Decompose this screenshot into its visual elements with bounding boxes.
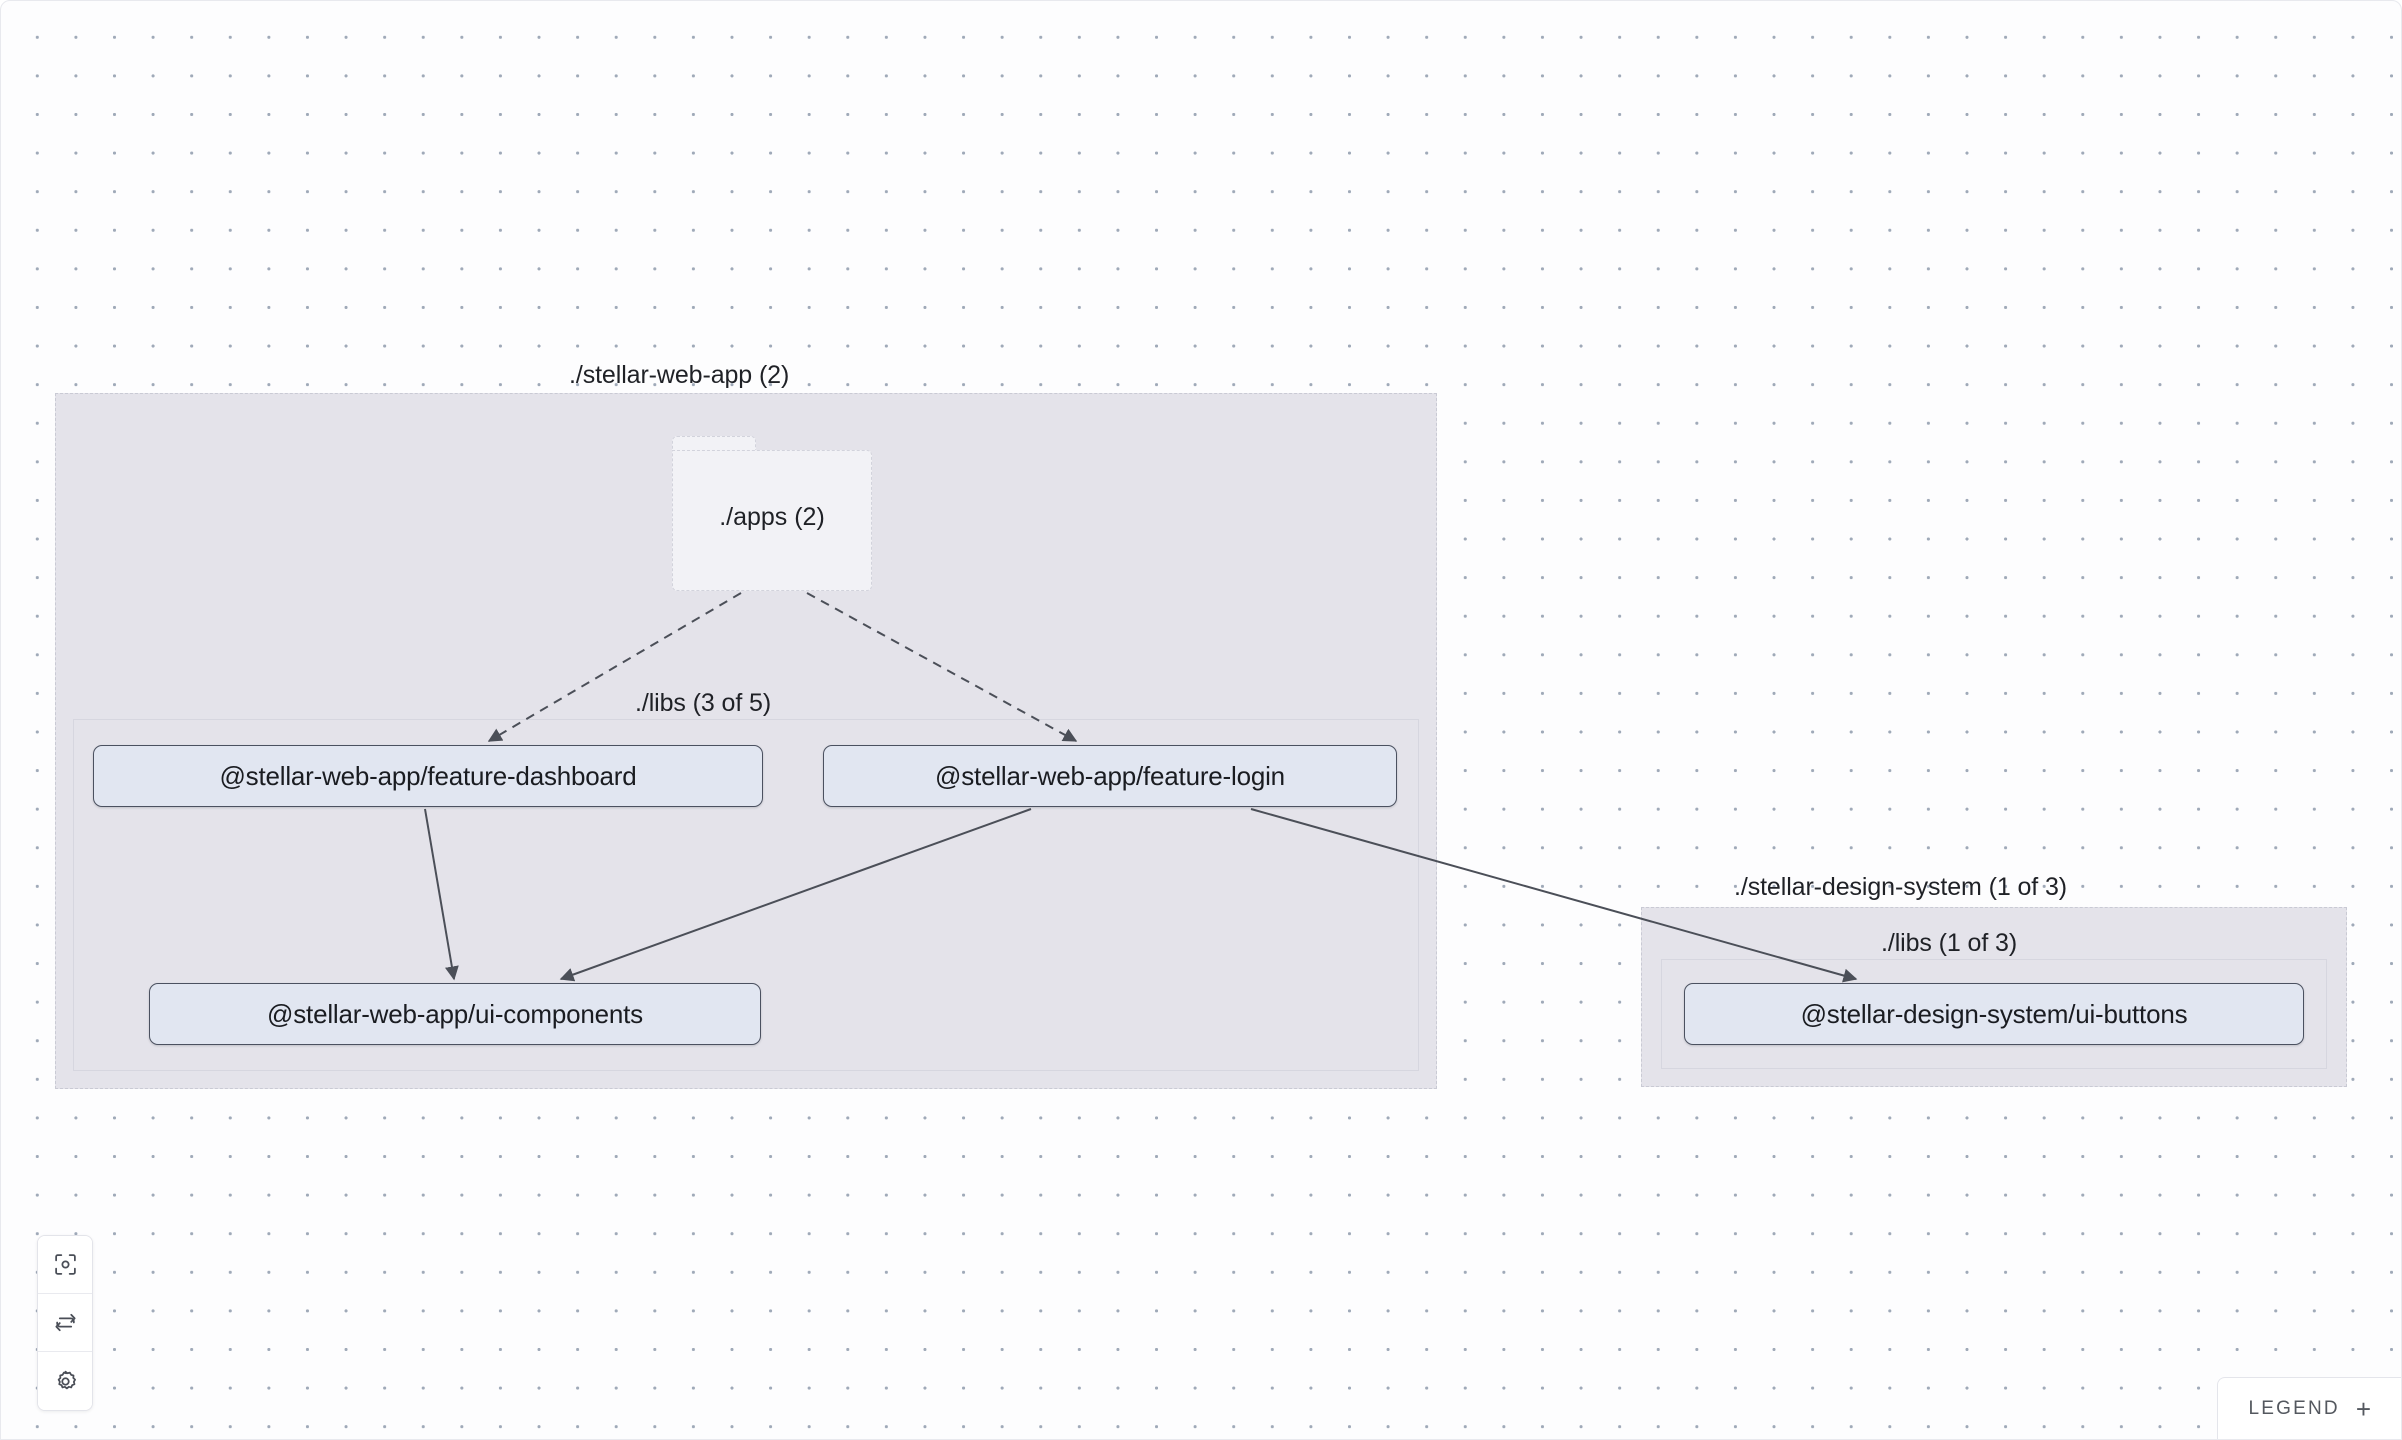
refresh-icon [53, 1310, 78, 1335]
group-label-stellar-design-system: ./stellar-design-system (1 of 3) [1734, 873, 2068, 901]
focus-target-icon [53, 1252, 78, 1277]
node-label-ui-buttons: @stellar-design-system/ui-buttons [1800, 998, 2188, 1029]
gear-icon [53, 1369, 78, 1394]
node-ui-buttons[interactable]: @stellar-design-system/ui-buttons [1684, 983, 2304, 1045]
node-ui-components[interactable]: @stellar-web-app/ui-components [149, 983, 761, 1045]
folder-node-apps[interactable]: ./apps (2) [672, 436, 872, 591]
subgroup-label-libs: ./libs (3 of 5) [635, 689, 772, 717]
graph-settings-button[interactable] [38, 1352, 92, 1410]
node-label-feature-login: @stellar-web-app/feature-login [935, 760, 1285, 791]
refresh-graph-button[interactable] [38, 1294, 92, 1352]
group-label-stellar-web-app: ./stellar-web-app (2) [569, 361, 790, 389]
node-label-feature-dashboard: @stellar-web-app/feature-dashboard [219, 760, 637, 791]
folder-tab-icon [672, 436, 756, 452]
legend-label: LEGEND [2248, 1397, 2340, 1419]
legend-button[interactable]: LEGEND + [2217, 1377, 2401, 1439]
subgroup-label-ds-libs: ./libs (1 of 3) [1881, 929, 2018, 957]
node-feature-dashboard[interactable]: @stellar-web-app/feature-dashboard [93, 745, 763, 807]
node-label-ui-components: @stellar-web-app/ui-components [267, 998, 643, 1029]
node-feature-login[interactable]: @stellar-web-app/feature-login [823, 745, 1397, 807]
focus-graph-button[interactable] [38, 1236, 92, 1294]
plus-icon: + [2355, 1393, 2371, 1424]
graph-controls[interactable] [37, 1235, 93, 1411]
folder-label-apps: ./apps (2) [719, 503, 825, 531]
folder-body: ./apps (2) [672, 450, 872, 591]
subgroup-ds-libs[interactable] [1661, 959, 2327, 1069]
